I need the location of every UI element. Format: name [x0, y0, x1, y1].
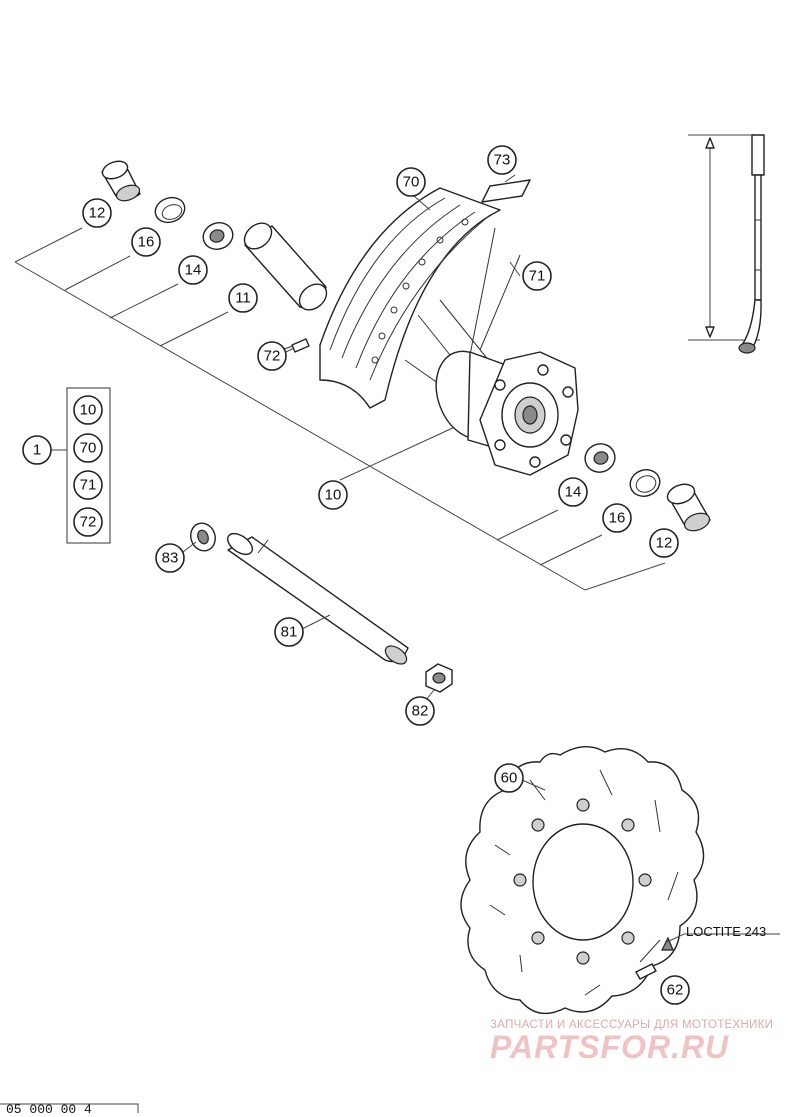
callout-12-right: 12: [649, 528, 679, 558]
callout-60: 60: [494, 763, 524, 793]
svg-text:62: 62: [667, 982, 684, 999]
kit-callout-10: 10: [73, 395, 103, 425]
bearing-14-left: [202, 222, 234, 250]
spacer-12-left: [101, 160, 141, 202]
code-label-frame: [0, 1103, 139, 1113]
drawing-code: 05 000 00 4: [6, 1102, 92, 1117]
callout-70-top: 70: [396, 167, 426, 197]
callout-82: 82: [405, 696, 435, 726]
callout-16-right: 16: [602, 503, 632, 533]
svg-text:11: 11: [235, 290, 251, 307]
spoke-length-reference: [688, 134, 765, 354]
callout-71-top: 71: [522, 261, 552, 291]
brake-disc-slots: [489, 769, 679, 996]
seal-16-right: [629, 469, 661, 497]
callout-72: 72: [257, 341, 287, 371]
rim-70: [319, 187, 501, 409]
spacer-12-right: [666, 483, 711, 532]
svg-text:10: 10: [325, 487, 342, 504]
brake-disc-60: [460, 746, 705, 1015]
bearing-14-right: [584, 443, 616, 473]
svg-text:14: 14: [565, 484, 582, 501]
assembly-axis-lines: [14, 227, 666, 591]
seal-16-left: [154, 196, 186, 224]
svg-text:16: 16: [609, 510, 626, 527]
kit-callout-70: 70: [73, 433, 103, 463]
distance-tube-11: [243, 222, 328, 311]
svg-text:14: 14: [185, 262, 202, 279]
svg-text:16: 16: [138, 234, 155, 251]
callout-11: 11: [228, 283, 258, 313]
rim-tape-73: [481, 179, 531, 203]
axle-nut-82: [425, 663, 453, 693]
callout-62: 62: [660, 975, 690, 1005]
loctite-label: LOCTITE 243: [686, 924, 767, 939]
callout-leaders: [182, 174, 546, 791]
callout-10: 10: [318, 480, 348, 510]
callout-73: 73: [487, 145, 517, 175]
svg-text:73: 73: [494, 152, 511, 169]
svg-text:70: 70: [80, 440, 97, 457]
callout-81: 81: [274, 617, 304, 647]
watermark-brand: PARTSFOR.RU: [490, 1029, 730, 1065]
callout-16-left: 16: [131, 227, 161, 257]
axle-81: [226, 532, 409, 665]
svg-text:71: 71: [80, 477, 97, 494]
kit-callout-72: 72: [73, 507, 103, 537]
callout-83: 83: [155, 543, 185, 573]
hub-10: [435, 350, 579, 476]
svg-text:72: 72: [80, 514, 97, 531]
svg-text:82: 82: [412, 703, 429, 720]
callout-14-right: 14: [558, 477, 588, 507]
brake-disc-rivets: [513, 798, 652, 965]
svg-text:83: 83: [162, 550, 179, 567]
callout-12-left: 12: [82, 198, 112, 228]
watermark-tagline: ЗАПЧАСТИ И АКСЕССУАРЫ ДЛЯ МОТОТЕХНИКИ: [490, 1019, 774, 1031]
svg-text:81: 81: [281, 624, 298, 641]
svg-text:70: 70: [403, 174, 420, 191]
svg-text:1: 1: [33, 442, 41, 459]
rim-spoke-holes: [371, 218, 469, 364]
svg-text:10: 10: [80, 402, 97, 419]
callout-1: 1: [22, 435, 52, 465]
svg-text:60: 60: [501, 770, 518, 787]
kit-bracket: [51, 387, 111, 544]
collar-83: [190, 522, 216, 552]
svg-text:72: 72: [264, 348, 281, 365]
svg-text:12: 12: [656, 535, 673, 552]
svg-text:12: 12: [89, 205, 106, 222]
kit-callout-71: 71: [73, 470, 103, 500]
svg-text:71: 71: [529, 268, 546, 285]
callout-14-left: 14: [178, 255, 208, 285]
disc-screw-62: [635, 933, 780, 980]
